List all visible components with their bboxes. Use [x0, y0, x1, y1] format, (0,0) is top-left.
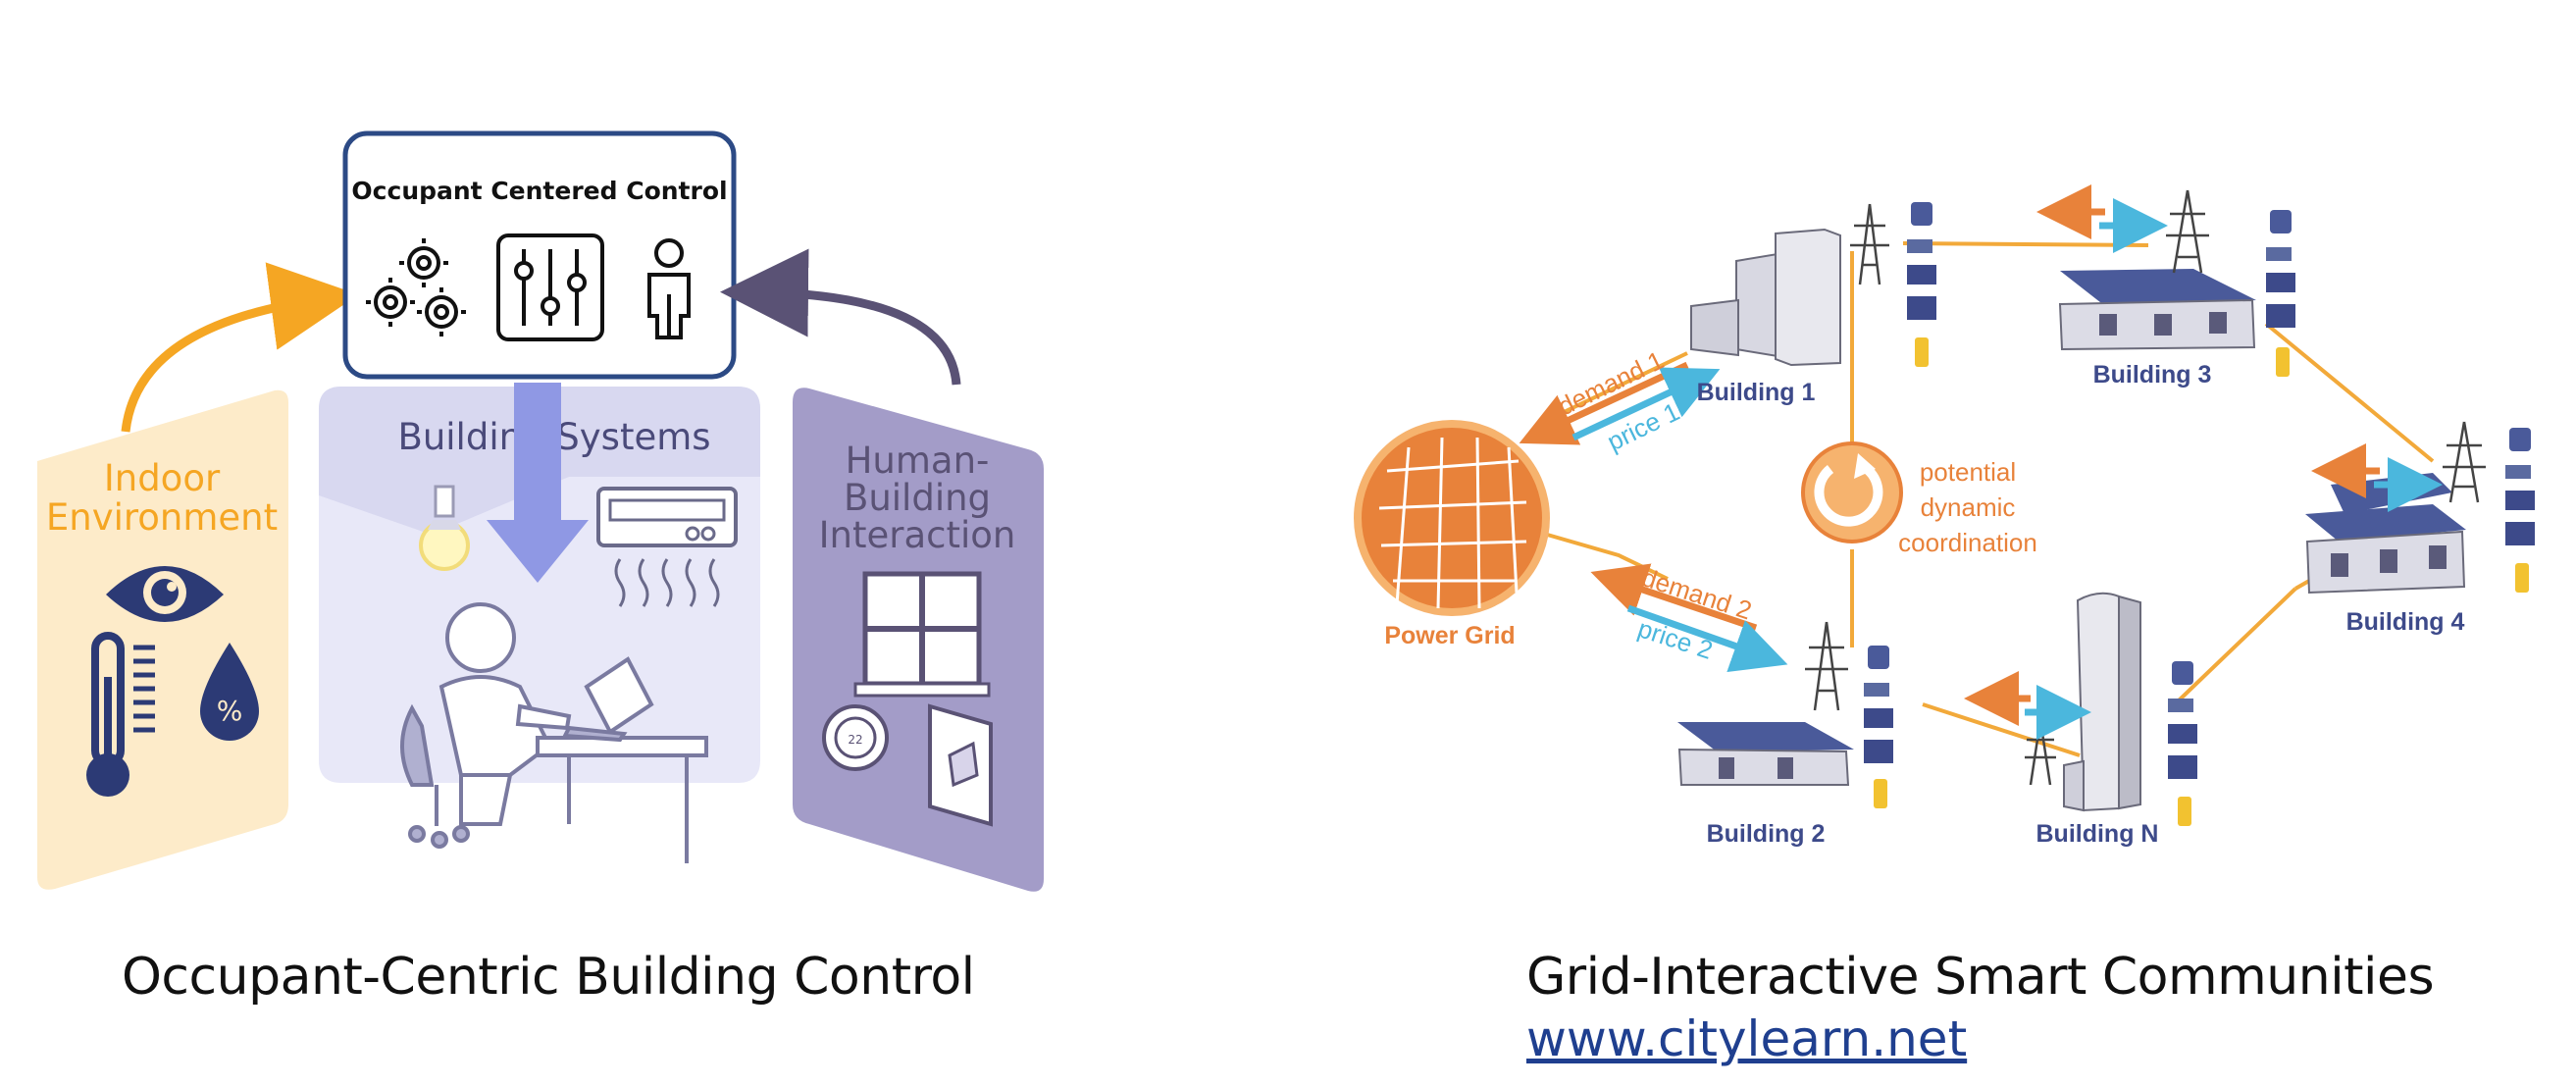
- building-2-der-icon: [1864, 646, 1893, 808]
- lamp-icon: [419, 485, 470, 571]
- person-icon: [647, 238, 691, 339]
- building-3-icon: [2058, 269, 2256, 351]
- hvac-unit-icon: [596, 487, 738, 607]
- power-grid-icon: [1354, 420, 1550, 616]
- price-1-arrow: [1571, 367, 1721, 441]
- occupant-at-desk-icon: [400, 602, 708, 863]
- human-building-interaction-panel: Human- Building Interaction 22: [793, 388, 1044, 892]
- coordination-label-2: dynamic: [1921, 492, 2016, 522]
- building-3-tower-icon: [2166, 189, 2209, 274]
- building-2-label: Building 2: [1707, 820, 1826, 848]
- sliders-icon: [496, 233, 604, 341]
- citylearn-link[interactable]: www.citylearn.net: [1526, 1010, 1968, 1067]
- left-caption: Occupant-Centric Building Control: [122, 948, 975, 1007]
- hbi-label-1: Human-: [846, 440, 990, 482]
- occupant-centered-control-box: Occupant Centered Control: [342, 130, 737, 380]
- indoor-label-2: Environment: [46, 496, 278, 539]
- thermostat-value: 22: [848, 733, 862, 747]
- coordination-cycle-icon: [1801, 441, 1903, 544]
- building-1-label: Building 1: [1697, 379, 1816, 406]
- thermometer-icon: [86, 632, 155, 797]
- hbi-label-3: Interaction: [819, 514, 1016, 556]
- building-1-der-icon: [1907, 202, 1936, 367]
- right-caption: Grid-Interactive Smart Communities: [1526, 948, 2435, 1007]
- power-grid-label: Power Grid: [1384, 622, 1515, 649]
- indoor-label-1: Indoor: [104, 457, 221, 499]
- gears-icon: [366, 238, 466, 336]
- building-2-icon: [1677, 722, 1854, 786]
- indoor-to-control-arrow: [121, 262, 359, 433]
- building-3-label: Building 3: [2093, 361, 2212, 388]
- price-2-arrow: [1626, 604, 1788, 673]
- building-n-tower-icon: [2025, 719, 2056, 786]
- building-4-tower-icon: [2443, 421, 2486, 503]
- price-2-label: price 2: [1634, 613, 1716, 665]
- building-systems-panel: Building Systems: [319, 383, 760, 863]
- indoor-environment-panel: Indoor Environment %: [37, 389, 288, 890]
- building-4-der-icon: [2505, 428, 2535, 593]
- building-n-der-icon: [2168, 661, 2197, 826]
- occ-title: Occupant Centered Control: [351, 177, 727, 205]
- hbi-to-control-arrow: [720, 248, 961, 386]
- light-switch-icon: [928, 703, 993, 827]
- building-2-tower-icon: [1805, 621, 1848, 711]
- building-3-der-icon: [2266, 210, 2295, 377]
- demand-2-arrow: [1590, 563, 1758, 632]
- hbi-label-2: Building: [844, 477, 991, 519]
- thermostat-icon: 22: [822, 704, 889, 771]
- building-4-label: Building 4: [2346, 608, 2465, 636]
- building-1-tower-icon: [1850, 203, 1889, 285]
- coordination-label-1: potential: [1920, 457, 2016, 487]
- humidity-drop-icon: %: [200, 643, 259, 741]
- building-1-icon: [1690, 228, 1841, 367]
- control-down-arrow: [487, 383, 589, 583]
- building-4-icon: [2305, 473, 2466, 595]
- coordination-label-3: coordination: [1898, 528, 2037, 557]
- building-n-label: Building N: [2036, 820, 2159, 848]
- grid-network-lines: [1529, 241, 2435, 757]
- window-icon: [853, 571, 991, 698]
- building-n-icon: [2063, 592, 2141, 812]
- eye-icon: [106, 566, 224, 622]
- percent-symbol: %: [217, 695, 243, 727]
